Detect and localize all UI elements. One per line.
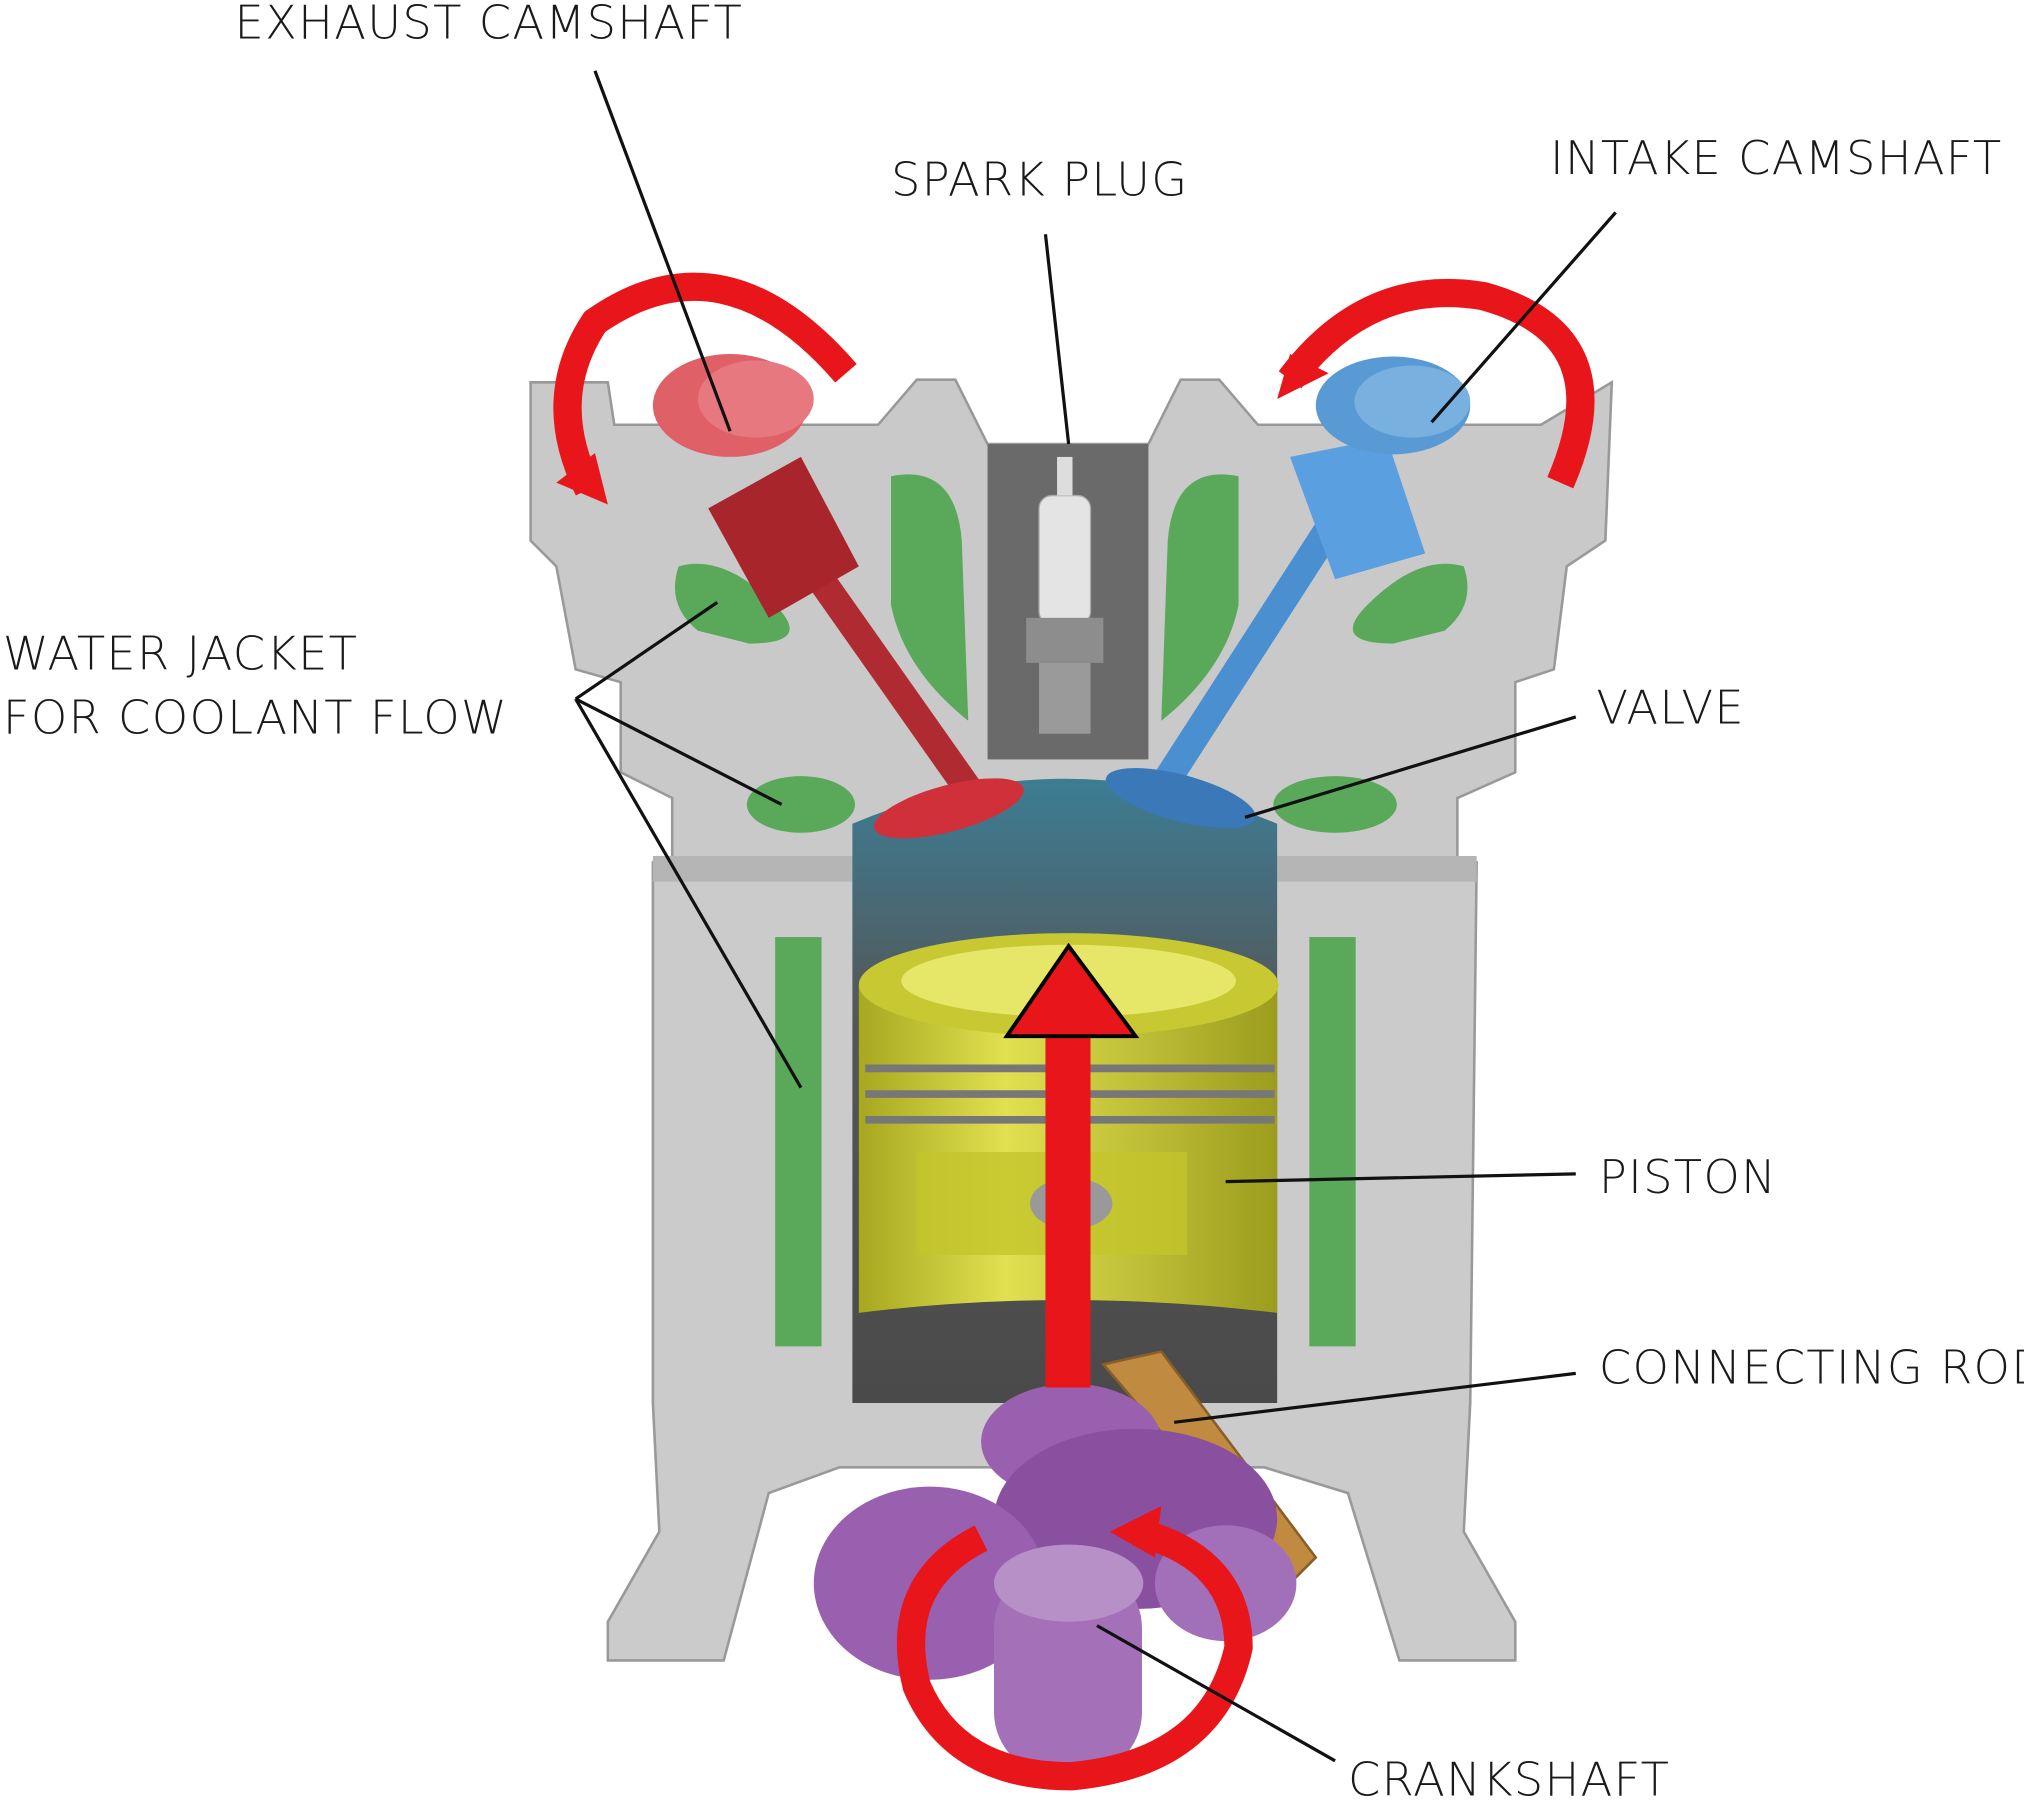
label-intake-camshaft: INTAKE CAMSHAFT xyxy=(1550,131,2002,185)
exhaust-valve xyxy=(708,456,1024,839)
leader-spark-plug xyxy=(1043,234,1071,445)
intake-valve xyxy=(1105,437,1426,829)
leader-piston xyxy=(1225,1172,1576,1184)
intake-camshaft xyxy=(1315,356,1471,455)
label-water-jacket-line1: WATER JACKET xyxy=(3,626,358,680)
leader-crankshaft xyxy=(1096,1624,1336,1763)
leader-connecting-rod xyxy=(1173,1371,1576,1424)
water-jacket xyxy=(674,474,1468,1347)
label-crankshaft: CRANKSHAFT xyxy=(1348,1753,1670,1802)
intake-rotation-arrow xyxy=(1277,278,1595,489)
label-water-jacket-line2: FOR COOLANT FLOW xyxy=(3,691,508,745)
leader-exhaust-camshaft xyxy=(593,70,732,432)
leader-intake-camshaft xyxy=(1430,211,1617,424)
label-valve: VALVE xyxy=(1596,680,1745,734)
piston-motion-arrow xyxy=(1003,942,1140,1388)
exhaust-rotation-arrow xyxy=(553,272,857,505)
spark-plug xyxy=(1026,456,1104,734)
leader-water-jacket xyxy=(574,601,803,1089)
crankshaft-rotation-arrow xyxy=(896,1505,1253,1791)
label-connecting-rod: CONNECTING ROD xyxy=(1599,1341,2024,1395)
leader-valve xyxy=(1244,715,1577,819)
label-exhaust-camshaft: EXHAUST CAMSHAFT xyxy=(235,0,744,50)
label-spark-plug: SPARK PLUG xyxy=(891,153,1189,207)
label-piston: PISTON xyxy=(1599,1150,1777,1204)
